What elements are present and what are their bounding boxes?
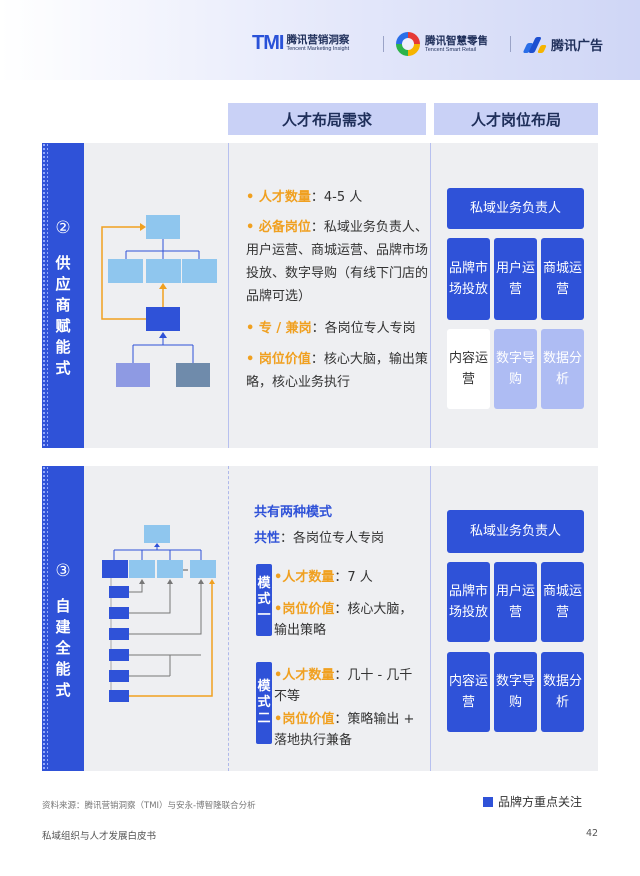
column-divider [228, 143, 229, 448]
header-divider [383, 36, 384, 52]
tmi-logo: TMI 腾讯营销洞察 Tencent Marketing Insight [252, 32, 349, 55]
section-title: 供应商 赋能式 [55, 254, 71, 377]
page-header: TMI 腾讯营销洞察 Tencent Marketing Insight 腾讯智… [0, 0, 640, 80]
section-tag: ③ 自建全 能式 [42, 466, 84, 771]
tencent-ads-icon [522, 36, 547, 53]
org-diagram-self-built [102, 525, 216, 702]
section-self-built: ③ 自建全 能式 [42, 466, 598, 771]
position-box: 数据分析 [541, 329, 584, 409]
bullet-talent-count: • 人才数量：4-5 人 [246, 190, 363, 205]
position-box: 品牌市场投放 [447, 562, 490, 642]
column-header-demand: 人才布局需求 [228, 103, 426, 135]
org-node-mid [129, 560, 155, 578]
org-node-mid [157, 560, 183, 578]
position-lead: 私域业务负责人 [447, 188, 584, 229]
legend: 品牌方重点关注 [483, 793, 582, 810]
position-box: 商城运营 [541, 238, 584, 320]
tmi-logo-cn: 腾讯营销洞察 [286, 34, 350, 46]
position-box: 商城运营 [541, 562, 584, 642]
org-node-supplier [146, 307, 180, 331]
tencent-ads-cn: 腾讯广告 [551, 39, 604, 54]
tmi-mark: TMI [252, 32, 284, 54]
section-tag: ② 供应商 赋能式 [42, 143, 84, 448]
section-supplier-enabled: ② 供应商 赋能式 • 人才数量：4-5 人 • 必备岗位：私域业务负责人、用 [42, 143, 598, 448]
tmi-logo-en: Tencent Marketing Insight [286, 46, 350, 52]
legend-square-icon [483, 796, 493, 807]
smart-retail-en: Tencent Smart Retail [425, 46, 477, 53]
mode1-tag: 模式一 [256, 564, 272, 636]
org-node-bottom [116, 363, 150, 387]
org-node-mid [146, 259, 181, 283]
org-diagram-supplier [101, 215, 217, 387]
legend-label: 品牌方重点关注 [498, 795, 583, 809]
position-box: 内容运营 [447, 329, 490, 409]
org-node-top [146, 215, 180, 239]
column-divider [430, 143, 431, 448]
column-divider [228, 466, 229, 771]
position-box: 内容运营 [447, 652, 490, 732]
smart-retail-ring-icon [396, 32, 420, 56]
mode1-value: •岗位价值：核心大脑，输出策略 [274, 602, 413, 638]
smart-retail-cn: 腾讯智慧零售 [425, 34, 488, 47]
org-node-mid [108, 259, 143, 283]
org-node-bottom [176, 363, 210, 387]
section-number: ② [55, 218, 71, 238]
header-divider [510, 36, 511, 52]
org-node-mid [190, 560, 216, 578]
section-title: 自建全 能式 [55, 597, 71, 699]
tencent-ads-logo: 腾讯广告 [522, 35, 604, 54]
source-note: 资料来源：腾讯营销洞察（TMI）与安永-博智隆联合分析 [42, 801, 256, 811]
bullet-fulltime-parttime: • 专 / 兼岗：各岗位专人专岗 [246, 321, 416, 336]
position-box: 用户运营 [494, 562, 537, 642]
mode2-count: •人才数量：几十 - 几千不等 [274, 668, 413, 704]
bullet-required-positions: • 必备岗位：私域业务负责人、用户运营、商城运营、品牌市场投放、数字导购（有线下… [246, 220, 429, 304]
page-number: 42 [586, 828, 599, 839]
org-node-mid [182, 259, 217, 283]
position-box: 数字导购 [494, 652, 537, 732]
modes-common: 共性：各岗位专人专岗 [254, 531, 385, 546]
bullet-position-value: • 岗位价值：核心大脑，输出策略，核心业务执行 [246, 352, 428, 390]
org-node-top [144, 525, 170, 543]
position-box: 品牌市场投放 [447, 238, 490, 320]
column-divider [430, 466, 431, 771]
position-box: 数字导购 [494, 329, 537, 409]
position-lead: 私域业务负责人 [447, 510, 584, 553]
modes-intro: 共有两种模式 [254, 505, 333, 520]
column-header-position: 人才岗位布局 [434, 103, 598, 135]
position-box: 用户运营 [494, 238, 537, 320]
smart-retail-logo: 腾讯智慧零售 Tencent Smart Retail [396, 32, 488, 56]
document-title: 私域组织与人才发展白皮书 [42, 831, 157, 842]
mode2-value: •岗位价值：策略输出 + 落地执行兼备 [274, 712, 415, 748]
org-node-self [102, 560, 128, 578]
mode2-tag: 模式二 [256, 662, 272, 744]
position-box: 数据分析 [541, 652, 584, 732]
mode1-count: •人才数量：7 人 [274, 570, 373, 585]
section-number: ③ [55, 561, 71, 581]
